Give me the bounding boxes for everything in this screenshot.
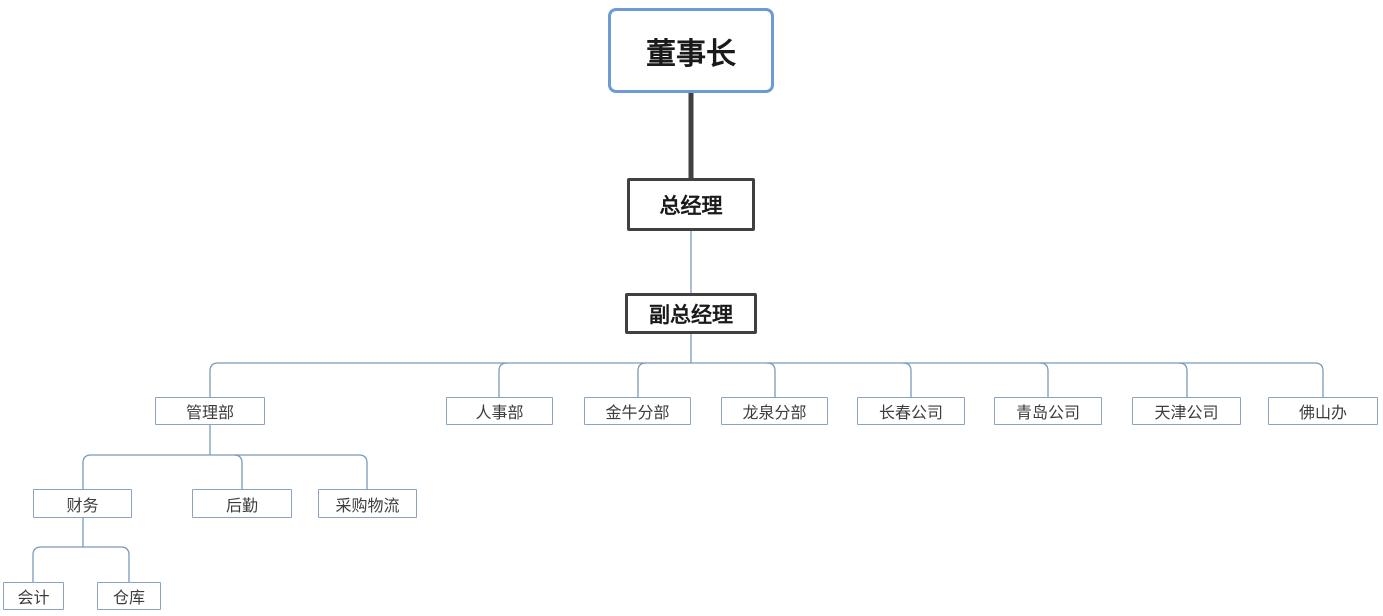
connector-trunk-level4 bbox=[209, 362, 1324, 397]
connector-drop-tianjin bbox=[1178, 362, 1188, 397]
node-dept-foshan[interactable]: 佛山办 bbox=[1268, 397, 1378, 425]
node-logistics[interactable]: 后勤 bbox=[192, 489, 292, 518]
connector-drop-hr bbox=[498, 362, 508, 397]
connector-drop-longquan bbox=[766, 362, 776, 397]
node-dept-jinniu[interactable]: 金牛分部 bbox=[584, 397, 691, 425]
connector-drop-jinniu bbox=[637, 362, 647, 397]
connector-drop-qingdao bbox=[1039, 362, 1049, 397]
node-finance[interactable]: 财务 bbox=[33, 489, 132, 518]
node-dept-management[interactable]: 管理部 bbox=[155, 397, 265, 425]
node-dept-longquan[interactable]: 龙泉分部 bbox=[721, 397, 828, 425]
node-procurement-logistics[interactable]: 采购物流 bbox=[318, 489, 417, 518]
node-chairman[interactable]: 董事长 bbox=[608, 8, 774, 93]
node-dept-qingdao[interactable]: 青岛公司 bbox=[994, 397, 1102, 425]
connector-trunk-finance-children bbox=[32, 546, 130, 582]
node-deputy-general-manager[interactable]: 副总经理 bbox=[625, 293, 757, 334]
node-warehouse[interactable]: 仓库 bbox=[97, 582, 161, 610]
node-dept-tianjin[interactable]: 天津公司 bbox=[1132, 397, 1241, 425]
node-dept-changchun[interactable]: 长春公司 bbox=[857, 397, 965, 425]
node-general-manager[interactable]: 总经理 bbox=[627, 178, 755, 231]
node-dept-hr[interactable]: 人事部 bbox=[446, 397, 553, 425]
connector-trunk-management-children bbox=[82, 454, 368, 489]
connector-drop-changchun bbox=[902, 362, 912, 397]
node-accounting[interactable]: 会计 bbox=[3, 582, 64, 610]
connector-drop-houqin bbox=[233, 454, 243, 489]
